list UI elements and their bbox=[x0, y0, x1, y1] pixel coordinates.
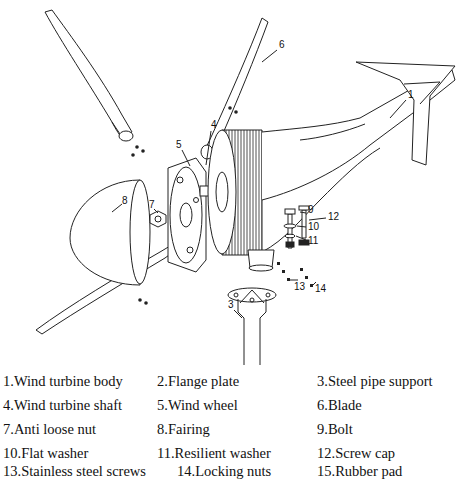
part-name: 5.Wind wheel bbox=[157, 398, 238, 413]
callout-number: 5 bbox=[176, 140, 182, 150]
part-name: 4.Wind turbine shaft bbox=[3, 398, 122, 413]
callout-number: 10 bbox=[308, 222, 319, 232]
part-name: 15.Rubber pad bbox=[317, 464, 402, 479]
part-name: 1.Wind turbine body bbox=[3, 374, 123, 389]
part-name: 12.Screw cap bbox=[317, 446, 395, 461]
part-name: 14.Locking nuts bbox=[177, 464, 271, 479]
part-name: 2.Flange plate bbox=[157, 374, 239, 389]
part-name: 11.Resilient washer bbox=[157, 446, 271, 461]
callout-number: 12 bbox=[328, 212, 339, 222]
callout-number: 3 bbox=[228, 300, 234, 310]
callout-number: 9 bbox=[308, 205, 314, 215]
callout-number: 6 bbox=[279, 40, 285, 50]
part-name: 8.Fairing bbox=[157, 422, 210, 437]
callout-number: 1 bbox=[408, 90, 414, 100]
part-name: 6.Blade bbox=[317, 398, 362, 413]
part-name: 3.Steel pipe support bbox=[317, 374, 433, 389]
callout-number: 13 bbox=[294, 282, 305, 292]
callout-number: 4 bbox=[211, 120, 217, 130]
callout-number: 8 bbox=[122, 196, 128, 206]
callout-number: 11 bbox=[308, 236, 318, 246]
part-name: 9.Bolt bbox=[317, 422, 353, 437]
part-name: 10.Flat washer bbox=[3, 446, 88, 461]
callout-number: 7 bbox=[149, 200, 155, 210]
callout-number: 14 bbox=[315, 284, 326, 294]
part-name: 13.Stainless steel screws bbox=[3, 464, 146, 479]
part-name: 7.Anti loose nut bbox=[3, 422, 96, 437]
